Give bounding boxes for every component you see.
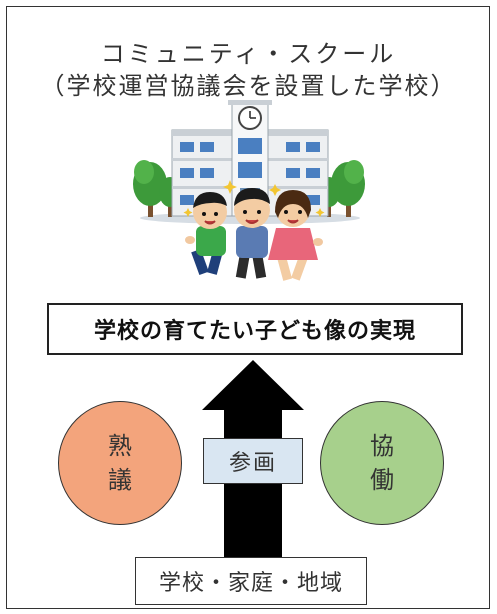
base-stakeholders-box: 学校・家庭・地域: [135, 557, 367, 605]
collaboration-circle: 協 働: [320, 401, 444, 525]
deliberation-char-2: 議: [108, 466, 132, 494]
title-line-2: （学校運営協議会を設置した学校）: [40, 72, 457, 100]
participation-label: 参画: [203, 438, 303, 484]
collaboration-char-2: 働: [370, 466, 394, 494]
deliberation-circle: 熟 議: [58, 401, 182, 525]
goal-box: 学校の育てたい子ども像の実現: [47, 303, 463, 355]
collaboration-char-1: 協: [370, 432, 394, 460]
school-illustration: [133, 100, 365, 281]
deliberation-char-1: 熟: [108, 432, 132, 460]
child-green-icon: [185, 192, 227, 275]
title-line-1: コミュニティ・スクール: [100, 40, 397, 68]
child-blue-icon: [234, 188, 270, 279]
child-pink-icon: [268, 190, 323, 281]
